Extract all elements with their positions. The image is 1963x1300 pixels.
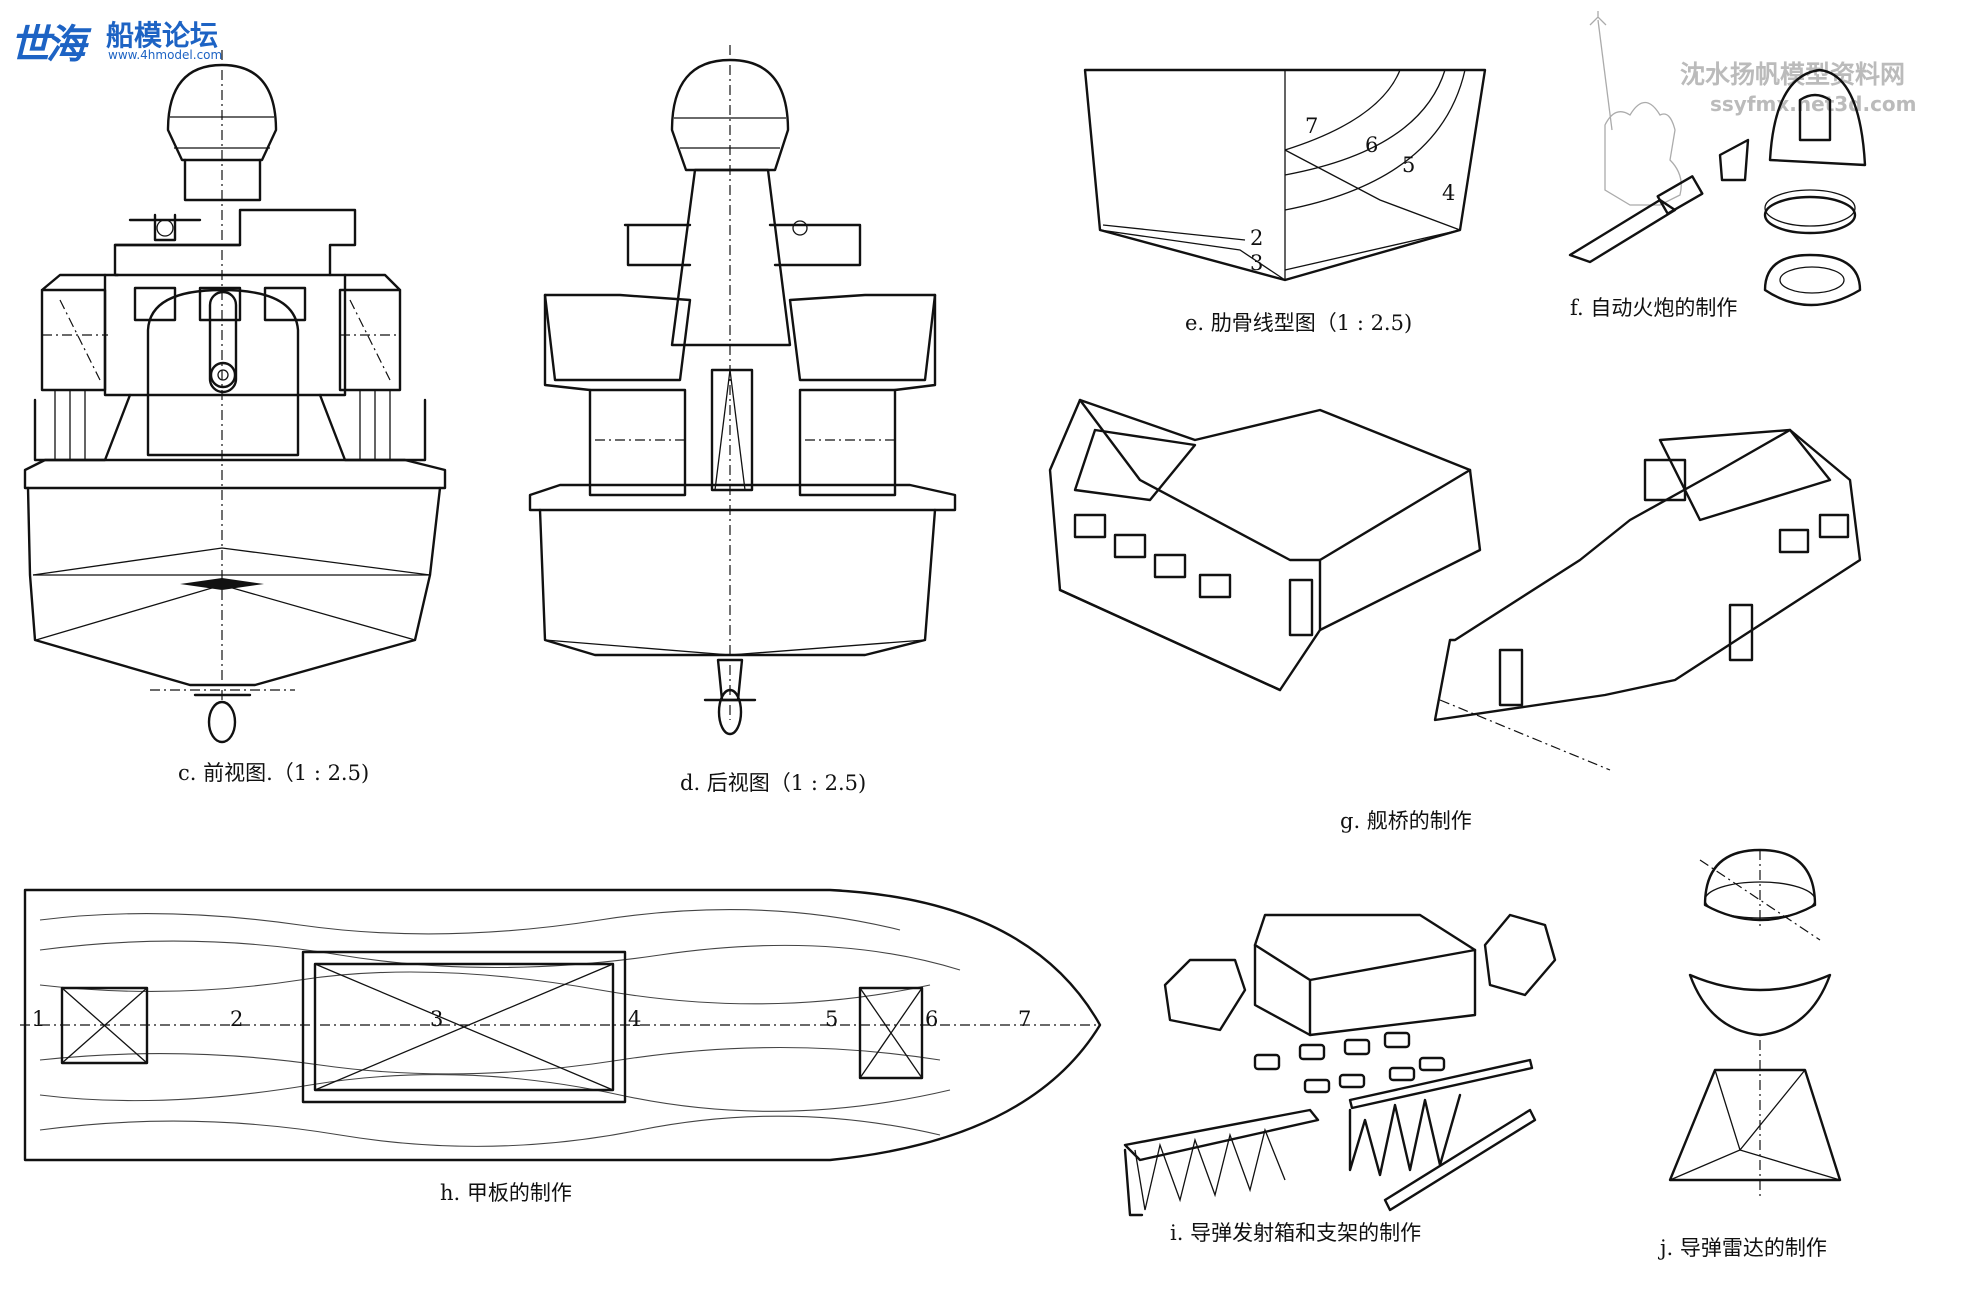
caption-f: f. 自动火炮的制作 <box>1570 296 1737 320</box>
caption-c: c. 前视图.（1 : 2.5) <box>178 761 369 785</box>
deck-drawing: 1 2 3 4 5 6 7 <box>20 888 1102 1162</box>
logo-script-mark: 世海 <box>10 21 86 68</box>
rib-number-7: 7 <box>1305 114 1318 138</box>
caption-h: h. 甲板的制作 <box>440 1181 572 1205</box>
caption-i: i. 导弹发射箱和支架的制作 <box>1170 1221 1421 1245</box>
deck-station-2: 2 <box>230 1007 243 1031</box>
forum-logo: 世海 船模论坛 www.4hmodel.com <box>10 8 240 68</box>
front-view-drawing <box>23 50 447 744</box>
rear-view-drawing <box>528 45 957 736</box>
missile-launcher-drawing <box>1123 913 1557 1217</box>
deck-station-1: 1 <box>32 1007 45 1031</box>
logo-url: www.4hmodel.com <box>108 48 223 62</box>
deck-station-7: 7 <box>1018 1007 1031 1031</box>
statue-watermark-icon <box>1589 11 1682 206</box>
deck-station-3: 3 <box>430 1007 443 1031</box>
launcher-blocks <box>1253 1031 1446 1094</box>
rib-number-3: 3 <box>1250 251 1263 275</box>
caption-g: g. 舰桥的制作 <box>1340 809 1472 833</box>
rib-number-5: 5 <box>1402 153 1415 177</box>
bridge-construction-drawing <box>1048 398 1862 771</box>
missile-radar-drawing <box>1668 848 1842 1200</box>
auto-gun-drawing <box>1568 68 1867 307</box>
deck-station-4: 4 <box>628 1007 641 1031</box>
rib-number-4: 4 <box>1442 181 1455 205</box>
caption-d: d. 后视图（1 : 2.5) <box>680 771 866 795</box>
rib-number-2: 2 <box>1250 226 1263 250</box>
deck-station-5: 5 <box>825 1007 838 1031</box>
rib-number-6: 6 <box>1365 133 1378 157</box>
caption-j: j. 导弹雷达的制作 <box>1657 1236 1827 1260</box>
logo-title: 船模论坛 <box>106 19 219 52</box>
rib-lines-drawing: 7 6 5 4 2 3 <box>1083 68 1487 282</box>
caption-e: e. 肋骨线型图（1 : 2.5) <box>1185 311 1412 335</box>
deck-station-6: 6 <box>925 1007 938 1031</box>
